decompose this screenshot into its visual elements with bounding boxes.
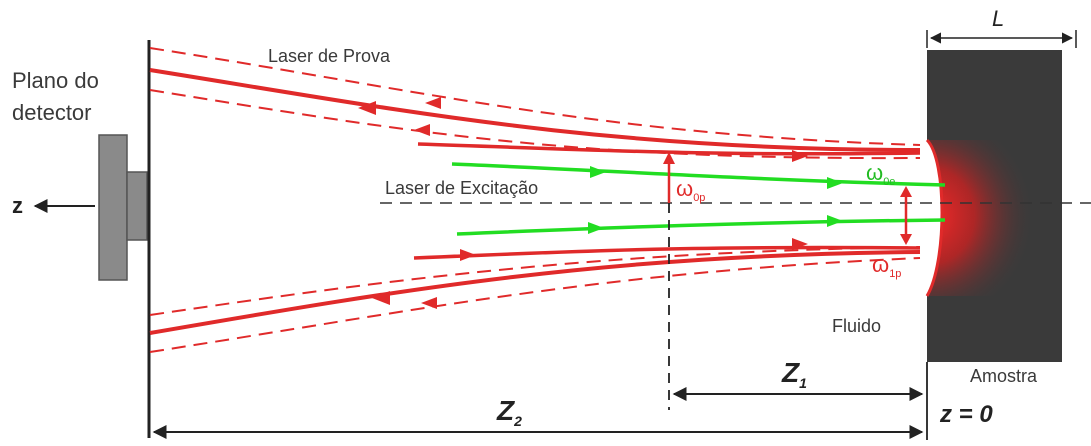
- omega-0p-marker: [663, 152, 675, 203]
- z1-label: Z1: [781, 357, 807, 391]
- omega-0p-label: ω0p: [676, 176, 705, 204]
- probe-beam-upper: [149, 47, 921, 160]
- detector-label-line1: Plano do: [12, 68, 99, 93]
- sample-block: [925, 50, 1062, 362]
- excitation-beam: [451, 162, 946, 236]
- length-label: L: [992, 6, 1004, 31]
- probe-laser-label: Laser de Prova: [268, 46, 391, 66]
- probe-arrowheads: [358, 97, 808, 309]
- sample-label: Amostra: [970, 366, 1038, 386]
- fluid-label: Fluido: [832, 316, 881, 336]
- z-zero-label: z = 0: [939, 401, 993, 428]
- omega-1p-label: ω1p: [872, 252, 901, 280]
- z-axis-label: z: [12, 193, 23, 218]
- detector-label-line2: detector: [12, 100, 92, 125]
- omega-1p-marker: [900, 186, 912, 245]
- dimension-lines: [152, 30, 1077, 440]
- omega-0e-label: ω0e: [866, 160, 895, 188]
- detector-plane: [98, 40, 151, 438]
- excitation-arrowheads: [588, 166, 843, 234]
- z2-label: Z2: [496, 395, 522, 429]
- excitation-laser-label: Laser de Excitação: [385, 178, 538, 198]
- probe-beam-lower: [149, 245, 921, 353]
